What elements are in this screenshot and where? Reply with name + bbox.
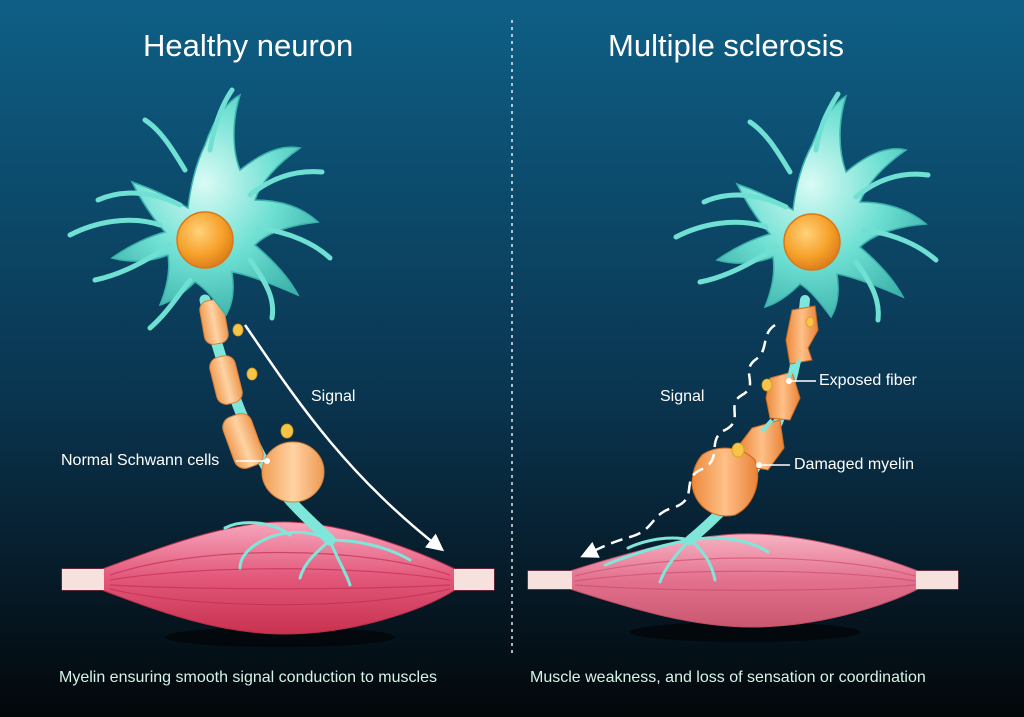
dendrites-right [673,91,939,323]
muscle-shadow-right [630,622,860,642]
muscle-fibers-left [109,551,451,606]
muscle-shadow-left [165,627,395,647]
multiple-sclerosis-title: Multiple sclerosis [608,28,845,63]
schwann-nuclei-right [731,316,815,458]
healthy-caption: Myelin ensuring smooth signal conduction… [59,669,437,686]
healthy-neuron-group [61,87,495,647]
schwann-leader-dot [264,458,270,464]
soma-left [67,87,333,331]
schwann-cells-label: Normal Schwann cells [61,452,220,469]
signal-label-right: Signal [660,388,705,405]
tendon-right-b [916,571,958,589]
healthy-neuron-title: Healthy neuron [143,28,354,63]
soma-right [673,91,939,323]
tendon-left-b [454,569,494,590]
schwann-nuclei-left [232,323,294,439]
signal-arrow-right [580,323,776,558]
dendrites-left [67,87,333,331]
exposed-leader-dot [786,378,792,384]
tendon-right-a [528,571,572,589]
ms-neuron-group [527,91,959,642]
exposed-fiber-label: Exposed fiber [819,372,917,389]
axon-terminals-left [223,521,412,587]
muscle-fibers-right [574,557,916,591]
exposed-fiber-right [760,358,802,434]
tendon-left-a [62,569,104,590]
signal-arrow-left [243,324,445,552]
signal-label-left: Signal [311,388,356,405]
ms-caption: Muscle weakness, and loss of sensation o… [530,669,926,686]
axon-terminals-right [603,536,770,584]
nucleus-right [783,213,841,271]
nucleus-left [176,211,234,269]
damaged-myelin-label: Damaged myelin [794,456,915,473]
damaged-leader-dot [756,462,762,468]
myelin-sheath-left [199,299,325,503]
